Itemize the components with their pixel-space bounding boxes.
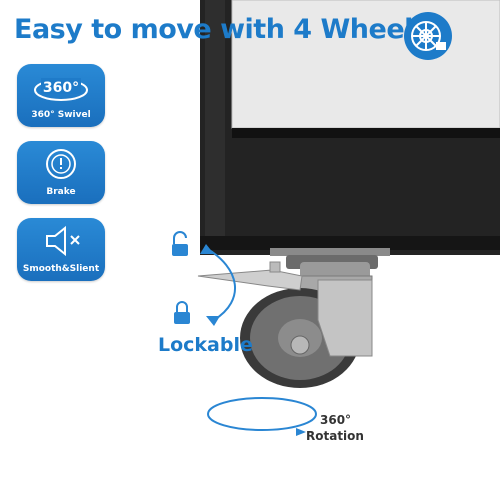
badge-label: 360° Swivel bbox=[31, 110, 91, 120]
badge-label: Smooth&Slient bbox=[22, 264, 100, 274]
drawer-panel bbox=[232, 0, 500, 128]
axle-bolt bbox=[290, 335, 310, 355]
wheel-lock-icon bbox=[404, 12, 452, 60]
rotation-label: Rotation bbox=[306, 429, 364, 443]
headline: Easy to move with 4 Wheels bbox=[14, 14, 429, 45]
brake-icon bbox=[17, 147, 105, 181]
cabinet-side-edge bbox=[205, 0, 225, 248]
rotation-arrow-icon bbox=[207, 397, 317, 436]
rotation-degrees: 360° bbox=[320, 413, 352, 427]
badge-brake: Brake bbox=[17, 141, 105, 204]
lockable-label: Lockable bbox=[158, 334, 253, 356]
lock-icon bbox=[174, 301, 190, 324]
badge-label: Brake bbox=[46, 187, 76, 197]
mount-plate bbox=[270, 248, 390, 256]
badge-smooth-silent: Smooth&Slient bbox=[17, 218, 105, 281]
mute-speaker-icon bbox=[17, 224, 105, 258]
brake-lever bbox=[197, 269, 303, 291]
unlock-icon bbox=[172, 231, 188, 256]
rotate-360-text: 360° bbox=[43, 80, 79, 96]
lock-arrow bbox=[205, 247, 237, 321]
badge-360-swivel: 360° 360° Swivel bbox=[17, 64, 105, 127]
rotate-360-icon: 360° bbox=[17, 70, 105, 104]
